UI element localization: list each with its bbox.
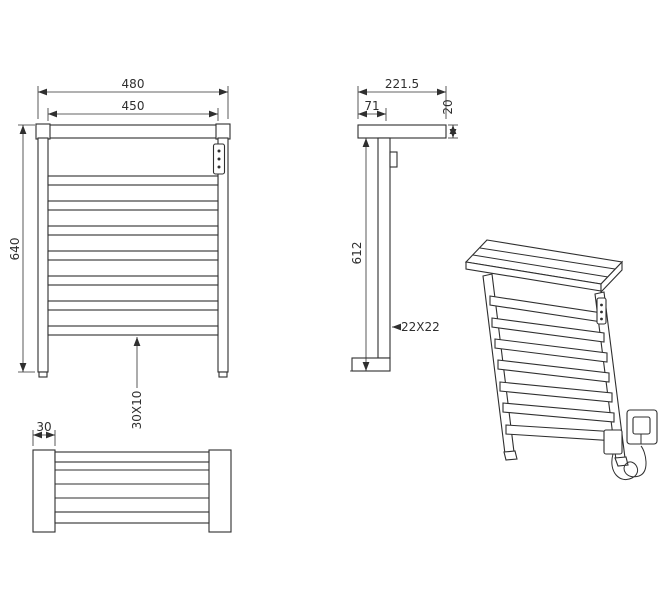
rung [491, 317, 605, 343]
dim-label-inner-width: 450 [122, 99, 145, 113]
dim-label-rail-height: 612 [350, 242, 364, 265]
front-right-foot [218, 371, 228, 378]
power-plug [632, 416, 651, 435]
front-top-left-cap [35, 123, 51, 140]
dim-label-shelf-height: 20 [441, 99, 455, 114]
rung [505, 424, 618, 442]
dim-label-height: 640 [8, 238, 22, 261]
front-left-post [37, 137, 49, 373]
rung [502, 402, 615, 423]
rung [47, 200, 219, 211]
control-dot [600, 317, 603, 321]
rung [494, 338, 608, 363]
bottom-left-cap [32, 449, 56, 533]
dim-label-outer-width: 480 [122, 77, 145, 91]
dim-label-rung-section: 30X10 [130, 391, 144, 430]
dim-label-top-offset: 71 [364, 99, 379, 113]
bottom-rail [54, 511, 210, 524]
control-dot [217, 157, 221, 161]
side-view: 221.5 71 20 612 22X22 [350, 77, 458, 372]
rung [499, 381, 613, 403]
junction-box [603, 429, 623, 455]
shelf-slat-line [472, 254, 609, 278]
control-dot [600, 303, 603, 307]
dim-label-cap-width: 30 [36, 420, 51, 434]
rung [47, 250, 219, 261]
rung [47, 325, 219, 336]
rung [47, 225, 219, 236]
rung [497, 359, 610, 383]
control-dot [600, 310, 603, 314]
rung [47, 300, 219, 311]
front-top-rail [37, 124, 229, 139]
side-rail [377, 137, 391, 359]
rung [47, 275, 219, 286]
power-cord [611, 445, 647, 480]
foot [614, 456, 629, 467]
dim-label-tube-section: 22X22 [401, 320, 440, 334]
shelf-side-edge [600, 260, 623, 294]
control-dot [217, 149, 221, 153]
shelf-slat-line [479, 247, 616, 270]
control-dot [217, 165, 221, 169]
front-top-right-cap [215, 123, 231, 140]
bottom-view: 30 [32, 420, 232, 533]
front-left-foot [38, 371, 48, 378]
side-foot [351, 357, 391, 372]
side-top-shelf-bar [357, 124, 447, 139]
side-wall-bracket [389, 151, 398, 168]
bottom-rail [54, 451, 210, 463]
rung [47, 175, 219, 186]
rung [489, 295, 603, 323]
dim-label-depth: 221.5 [385, 77, 419, 91]
perspective-view [464, 239, 658, 480]
foot [503, 450, 518, 461]
front-view: 480 450 640 30X10 [8, 77, 231, 430]
bottom-right-cap [208, 449, 232, 533]
